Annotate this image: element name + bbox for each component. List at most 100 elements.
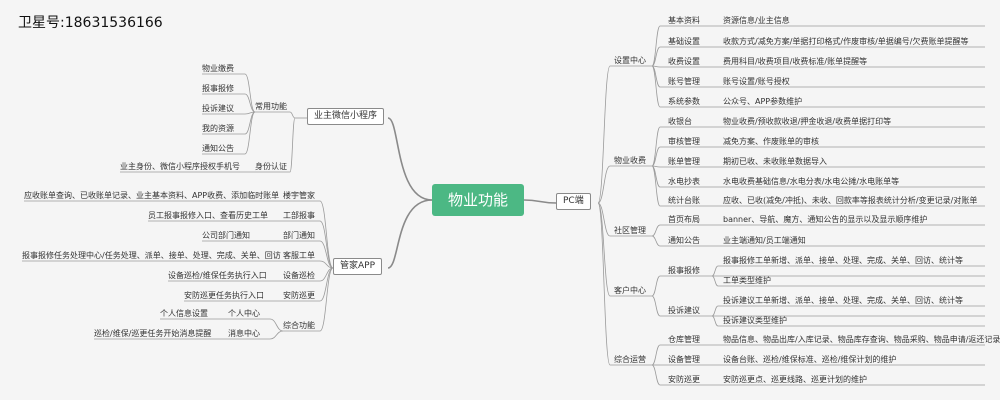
connector-line — [319, 240, 334, 269]
row-cashier[interactable]: 收银台 — [668, 117, 692, 126]
leaf-basic-info[interactable]: 资源信息/业主信息 — [723, 16, 790, 25]
leaf-bill-mgmt[interactable]: 期初已收、未收账单数据导入 — [723, 157, 827, 166]
leaf-wechat-complaint[interactable]: 投诉建议 — [202, 104, 234, 113]
connector-line — [319, 220, 334, 269]
group-equipment-inspection[interactable]: 设备巡检 — [283, 271, 315, 280]
leaf-wechat-resources[interactable]: 我的资源 — [202, 124, 234, 133]
connector-line — [711, 275, 719, 287]
leaf-warehouse[interactable]: 物品信息、物品出库/入库记录、物品库存查询、物品采购、物品申请/返还记录 — [723, 335, 1000, 344]
connector-line — [711, 265, 719, 277]
connector-line — [651, 46, 661, 67]
connector-line — [651, 364, 661, 386]
row-homepage-layout[interactable]: 首页布局 — [668, 215, 700, 224]
leaf-dept-notice[interactable]: 公司部门通知 — [202, 231, 250, 240]
leaf-repair-types[interactable]: 工单类型维护 — [723, 276, 771, 285]
leaf-meter-reading[interactable]: 水电收费基础信息/水电分表/水电公摊/水电账单等 — [723, 177, 900, 186]
connector-line — [387, 199, 433, 269]
connector-line — [319, 267, 334, 332]
connector-line — [269, 330, 284, 340]
group-security-patrol[interactable]: 安防巡更 — [283, 291, 315, 300]
leaf-complaint-types[interactable]: 投诉建议类型维护 — [723, 316, 787, 325]
connector-line — [651, 65, 661, 108]
leaf-equipment-inspection[interactable]: 设备巡检/维保任务执行入口 — [168, 271, 267, 280]
leaf-cashier[interactable]: 物业收费/预收款收退/押金收退/收费单据打印等 — [723, 117, 892, 126]
leaf-message-center[interactable]: 巡检/维保/巡更任务开始消息提醒 — [94, 329, 212, 338]
row-repair-requests[interactable]: 报事报修 — [668, 266, 700, 275]
connector-line — [651, 165, 661, 207]
row-security-patrol[interactable]: 安防巡更 — [668, 375, 700, 384]
connector-line — [319, 260, 334, 269]
connector-line — [244, 73, 256, 113]
leaf-charge-settings[interactable]: 费用科目/收费项目/收费标准/账单提醒等 — [723, 57, 868, 66]
connector-line — [651, 295, 661, 317]
row-equipment-mgmt[interactable]: 设备管理 — [668, 355, 700, 364]
connector-line — [651, 344, 661, 366]
connector-line — [289, 117, 296, 173]
connector-line — [244, 111, 256, 155]
leaf-audit-mgmt[interactable]: 减免方案、作废账单的审核 — [723, 137, 819, 146]
group-identity-auth[interactable]: 身份认证 — [255, 162, 287, 171]
group-building-steward[interactable]: 楼宇管家 — [283, 191, 315, 200]
connector-line — [597, 65, 611, 204]
row-statistics-ledger[interactable]: 统计台账 — [668, 196, 700, 205]
row-basic-settings[interactable]: 基础设置 — [668, 37, 700, 46]
connector-line — [269, 318, 284, 332]
branch-wechat-miniprogram[interactable]: 业主微信小程序 — [307, 108, 385, 125]
connector-line — [244, 93, 256, 113]
leaf-system-params[interactable]: 公众号、APP参数维护 — [723, 97, 803, 106]
leaf-equipment-mgmt[interactable]: 设备台账、巡检/维保标准、巡检/维保计划的维护 — [723, 355, 897, 364]
leaf-security-patrol[interactable]: 安防巡更任务执行入口 — [184, 291, 264, 300]
connector-line — [597, 165, 611, 204]
group-service-ticket[interactable]: 客服工单 — [283, 251, 315, 260]
leaf-repair-workflow[interactable]: 报事报修工单新增、派单、接单、处理、完成、关单、回访、统计等 — [723, 256, 963, 265]
leaf-wechat-notice[interactable]: 通知公告 — [202, 144, 234, 153]
group-personal-center[interactable]: 个人中心 — [228, 309, 260, 318]
group-staff-report[interactable]: 工部报事 — [283, 211, 315, 220]
row-bill-mgmt[interactable]: 账单管理 — [668, 157, 700, 166]
connector-line — [651, 126, 661, 167]
group-message-center[interactable]: 消息中心 — [228, 329, 260, 338]
section-community-mgmt[interactable]: 社区管理 — [614, 226, 646, 235]
row-announcements[interactable]: 通知公告 — [668, 236, 700, 245]
connector-line — [711, 305, 719, 317]
section-settings[interactable]: 设置中心 — [614, 56, 646, 65]
leaf-announcements[interactable]: 业主端通知/员工端通知 — [723, 236, 806, 245]
leaf-identity-auth[interactable]: 业主身份、微信小程序授权手机号 — [120, 162, 240, 171]
row-complaints[interactable]: 投诉建议 — [668, 306, 700, 315]
branch-steward-app[interactable]: 管家APP — [333, 258, 383, 275]
central-topic[interactable]: 物业功能 — [432, 184, 524, 216]
row-account-mgmt[interactable]: 账号管理 — [668, 77, 700, 86]
leaf-building-steward[interactable]: 应收账单查询、已收账单记录、业主基本资料、APP收费、添加临时账单 — [24, 191, 280, 200]
connector-line — [651, 146, 661, 167]
leaf-personal-center[interactable]: 个人信息设置 — [160, 309, 208, 318]
leaf-account-mgmt[interactable]: 账号设置/账号授权 — [723, 77, 790, 86]
leaf-security-patrol[interactable]: 安防巡更点、巡更线路、巡更计划的维护 — [723, 375, 867, 384]
leaf-statistics-ledger[interactable]: 应收、已收(减免/冲抵)、未收、回款率等报表统计分析/变更记录/对账单 — [723, 196, 978, 205]
section-integrated-ops[interactable]: 综合运营 — [614, 355, 646, 364]
row-meter-reading[interactable]: 水电抄表 — [668, 177, 700, 186]
row-system-params[interactable]: 系统参数 — [668, 97, 700, 106]
connector-line — [319, 200, 334, 269]
row-warehouse[interactable]: 仓库管理 — [668, 335, 700, 344]
connector-line — [711, 315, 719, 327]
row-charge-settings[interactable]: 收费设置 — [668, 57, 700, 66]
row-audit-mgmt[interactable]: 审核管理 — [668, 137, 700, 146]
connector-line — [523, 199, 557, 204]
section-customer-center[interactable]: 客户中心 — [614, 286, 646, 295]
group-dept-notice[interactable]: 部门通知 — [283, 231, 315, 240]
group-integrated-functions[interactable]: 综合功能 — [283, 321, 315, 330]
leaf-homepage-layout[interactable]: banner、导航、魔方、通知公告的显示以及显示顺序维护 — [723, 215, 928, 224]
row-basic-info[interactable]: 基本资料 — [668, 16, 700, 25]
leaf-service-ticket[interactable]: 报事报修任务处理中心/任务处理、派单、接单、处理、完成、关单、回访 — [22, 251, 281, 260]
group-common-functions[interactable]: 常用功能 — [255, 102, 287, 111]
branch-pc[interactable]: PC端 — [556, 193, 591, 210]
connector-line — [651, 224, 661, 237]
watermark-text: 卫星号:18631536166 — [18, 15, 163, 31]
leaf-wechat-repair[interactable]: 报事报修 — [202, 84, 234, 93]
leaf-staff-report[interactable]: 员工报事报修入口、查看历史工单 — [148, 211, 268, 220]
leaf-complaint-workflow[interactable]: 投诉建议工单新增、派单、接单、处理、完成、关单、回访、统计等 — [723, 296, 963, 305]
leaf-basic-settings[interactable]: 收款方式/减免方案/单据打印格式/作废审核/单据编号/欠费账单提醒等 — [723, 37, 969, 46]
section-property-fees[interactable]: 物业收费 — [614, 156, 646, 165]
leaf-wechat-fee[interactable]: 物业缴费 — [202, 64, 234, 73]
